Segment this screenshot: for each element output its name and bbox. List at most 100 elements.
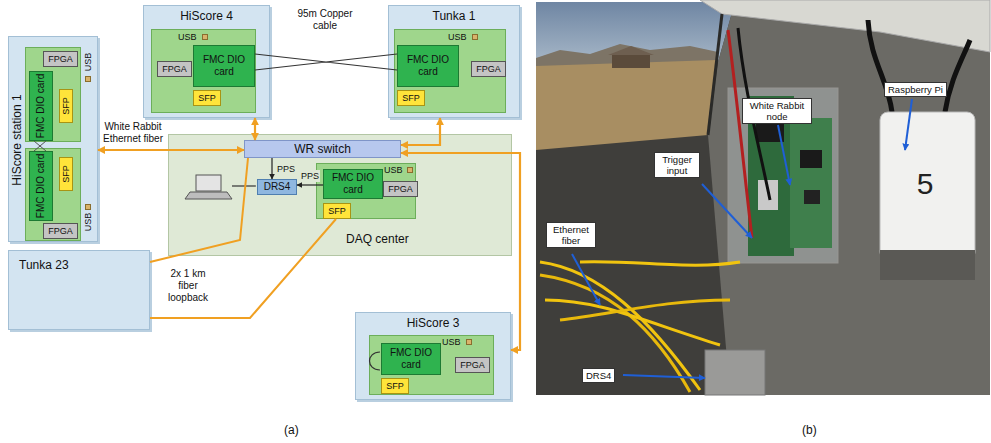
- leader-arrow: [572, 254, 600, 305]
- usb-port: [85, 76, 91, 82]
- node-text: HiScore 4: [144, 10, 269, 22]
- fiber: [540, 275, 690, 392]
- node-text: FPGA: [46, 53, 75, 65]
- node-text: FMC DIO card: [324, 172, 382, 196]
- sfp-port: SFP: [59, 157, 73, 191]
- leader-arrow: [702, 184, 752, 238]
- signal-label: PPS: [276, 163, 296, 175]
- station-box: Tunka 23: [8, 250, 150, 330]
- node-text: SFP: [60, 165, 72, 183]
- leader-arrow: [905, 99, 912, 150]
- cable: [945, 40, 970, 112]
- node-text: FMC DIO card: [382, 347, 440, 371]
- usb-port: [466, 339, 472, 345]
- pcb-board: [790, 118, 832, 248]
- shadow: [880, 250, 975, 280]
- port-label: USB: [384, 164, 403, 176]
- fmc-dio-card: FMC DIO card: [323, 169, 383, 199]
- node-text: FMC DIO card: [194, 54, 254, 78]
- photo-ground: [536, 2, 990, 395]
- chip: [804, 190, 820, 204]
- sfp-port: SFP: [323, 203, 351, 219]
- node-text: FPGA: [160, 63, 189, 75]
- node-text: FPGA: [474, 63, 503, 75]
- fpga-chip: FPGA: [471, 61, 506, 77]
- port-label: USB: [82, 53, 94, 72]
- fiber: [545, 300, 720, 345]
- fmc-dio-card: FMC DIO card: [397, 45, 459, 87]
- box-edge: [708, 14, 722, 135]
- copper-cable: [255, 54, 397, 70]
- node-text: SFP: [326, 205, 348, 217]
- leader-arrow: [623, 375, 705, 378]
- photo-callout: DRS4: [582, 368, 615, 383]
- fmc-dio-card: FMC DIO card: [193, 45, 255, 87]
- port-label: USB: [448, 31, 467, 43]
- usb-port: [202, 34, 208, 40]
- fiber: [580, 262, 740, 265]
- node-text: HiScore station 1: [11, 94, 23, 185]
- cable: [868, 20, 892, 112]
- node-text: FPGA: [46, 225, 75, 237]
- node-text: SFP: [196, 92, 218, 104]
- box-back-wall: [708, 2, 990, 395]
- fiber: [560, 300, 730, 320]
- fmc-dio-card: FMC DIO card: [29, 71, 53, 141]
- fpga-chip: FPGA: [157, 61, 192, 77]
- node-text: FPGA: [386, 183, 415, 195]
- sfp-port: SFP: [193, 90, 221, 106]
- chip: [800, 150, 822, 168]
- usb-port: [85, 204, 91, 210]
- fpga-chip: FPGA: [43, 223, 78, 239]
- node-text: SFP: [384, 380, 406, 392]
- node-text: WR switch: [292, 143, 353, 155]
- port-label: USB: [178, 31, 197, 43]
- panel-letter: (a): [284, 424, 299, 436]
- node-text: SFP: [400, 92, 422, 104]
- signal-label: PPS: [300, 170, 320, 182]
- node-text: SFP: [60, 97, 72, 115]
- field: [536, 60, 716, 150]
- raspberry-pi-case: [880, 112, 975, 260]
- node-text: FMC DIO card: [35, 154, 47, 218]
- station-box: HiScore 4 FPGA FMC DIO cardSFP: [143, 5, 270, 118]
- node-text: HiScore 3: [356, 317, 510, 329]
- house: [612, 54, 650, 68]
- node-text: Tunka 1: [389, 10, 519, 22]
- port-label: USB: [82, 213, 94, 232]
- cable-note: 95m Copper cable: [292, 8, 358, 32]
- node-text: FPGA: [458, 359, 487, 371]
- sfp-port: SFP: [59, 89, 73, 123]
- node-text: FMC DIO card: [398, 54, 458, 78]
- drs4-box: [705, 350, 765, 395]
- station-number: 5: [917, 168, 934, 200]
- station-box: Tunka 1 FMC DIO card FPGA SFP: [388, 5, 520, 118]
- node-text: DAQ center: [346, 233, 409, 245]
- fiber-note: White Rabbit Ethernet fiber: [100, 121, 166, 145]
- station-box: HiScore 3 FMC DIO cardFPGA SFP: [355, 312, 511, 400]
- switch-box: WR switch: [244, 140, 401, 158]
- fiber-note: 2x 1 km fiber loopback: [160, 268, 216, 304]
- node-text: FMC DIO card: [35, 74, 47, 138]
- fpga-chip: FPGA: [383, 181, 418, 197]
- daq-center-region: DAQ center WR switchDRS4 FMC DIO card FPGA S…: [168, 134, 512, 256]
- sfp-port: SFP: [397, 90, 425, 106]
- photo-callout: Ethernet fiber: [546, 222, 596, 248]
- photo-callout: Raspberry Pi: [884, 82, 947, 97]
- fpga-chip: FPGA: [455, 357, 490, 373]
- fmc-dio-card: FMC DIO card: [381, 343, 441, 375]
- port-label: USB: [442, 336, 461, 348]
- photo-callout: White Rabbit node: [742, 98, 812, 124]
- sfp-port: SFP: [381, 378, 409, 394]
- panel-letter: (b): [802, 424, 817, 436]
- house-roof: [608, 46, 654, 55]
- leader-arrow: [778, 125, 790, 185]
- node-text: Tunka 23: [19, 259, 69, 271]
- trigger-cable: [728, 30, 752, 238]
- fpga-chip: FPGA: [43, 51, 78, 67]
- node-text: DRS4: [262, 181, 293, 193]
- box-lid: [700, 0, 990, 52]
- usb-port: [472, 34, 478, 40]
- digitizer-box: DRS4: [257, 179, 297, 195]
